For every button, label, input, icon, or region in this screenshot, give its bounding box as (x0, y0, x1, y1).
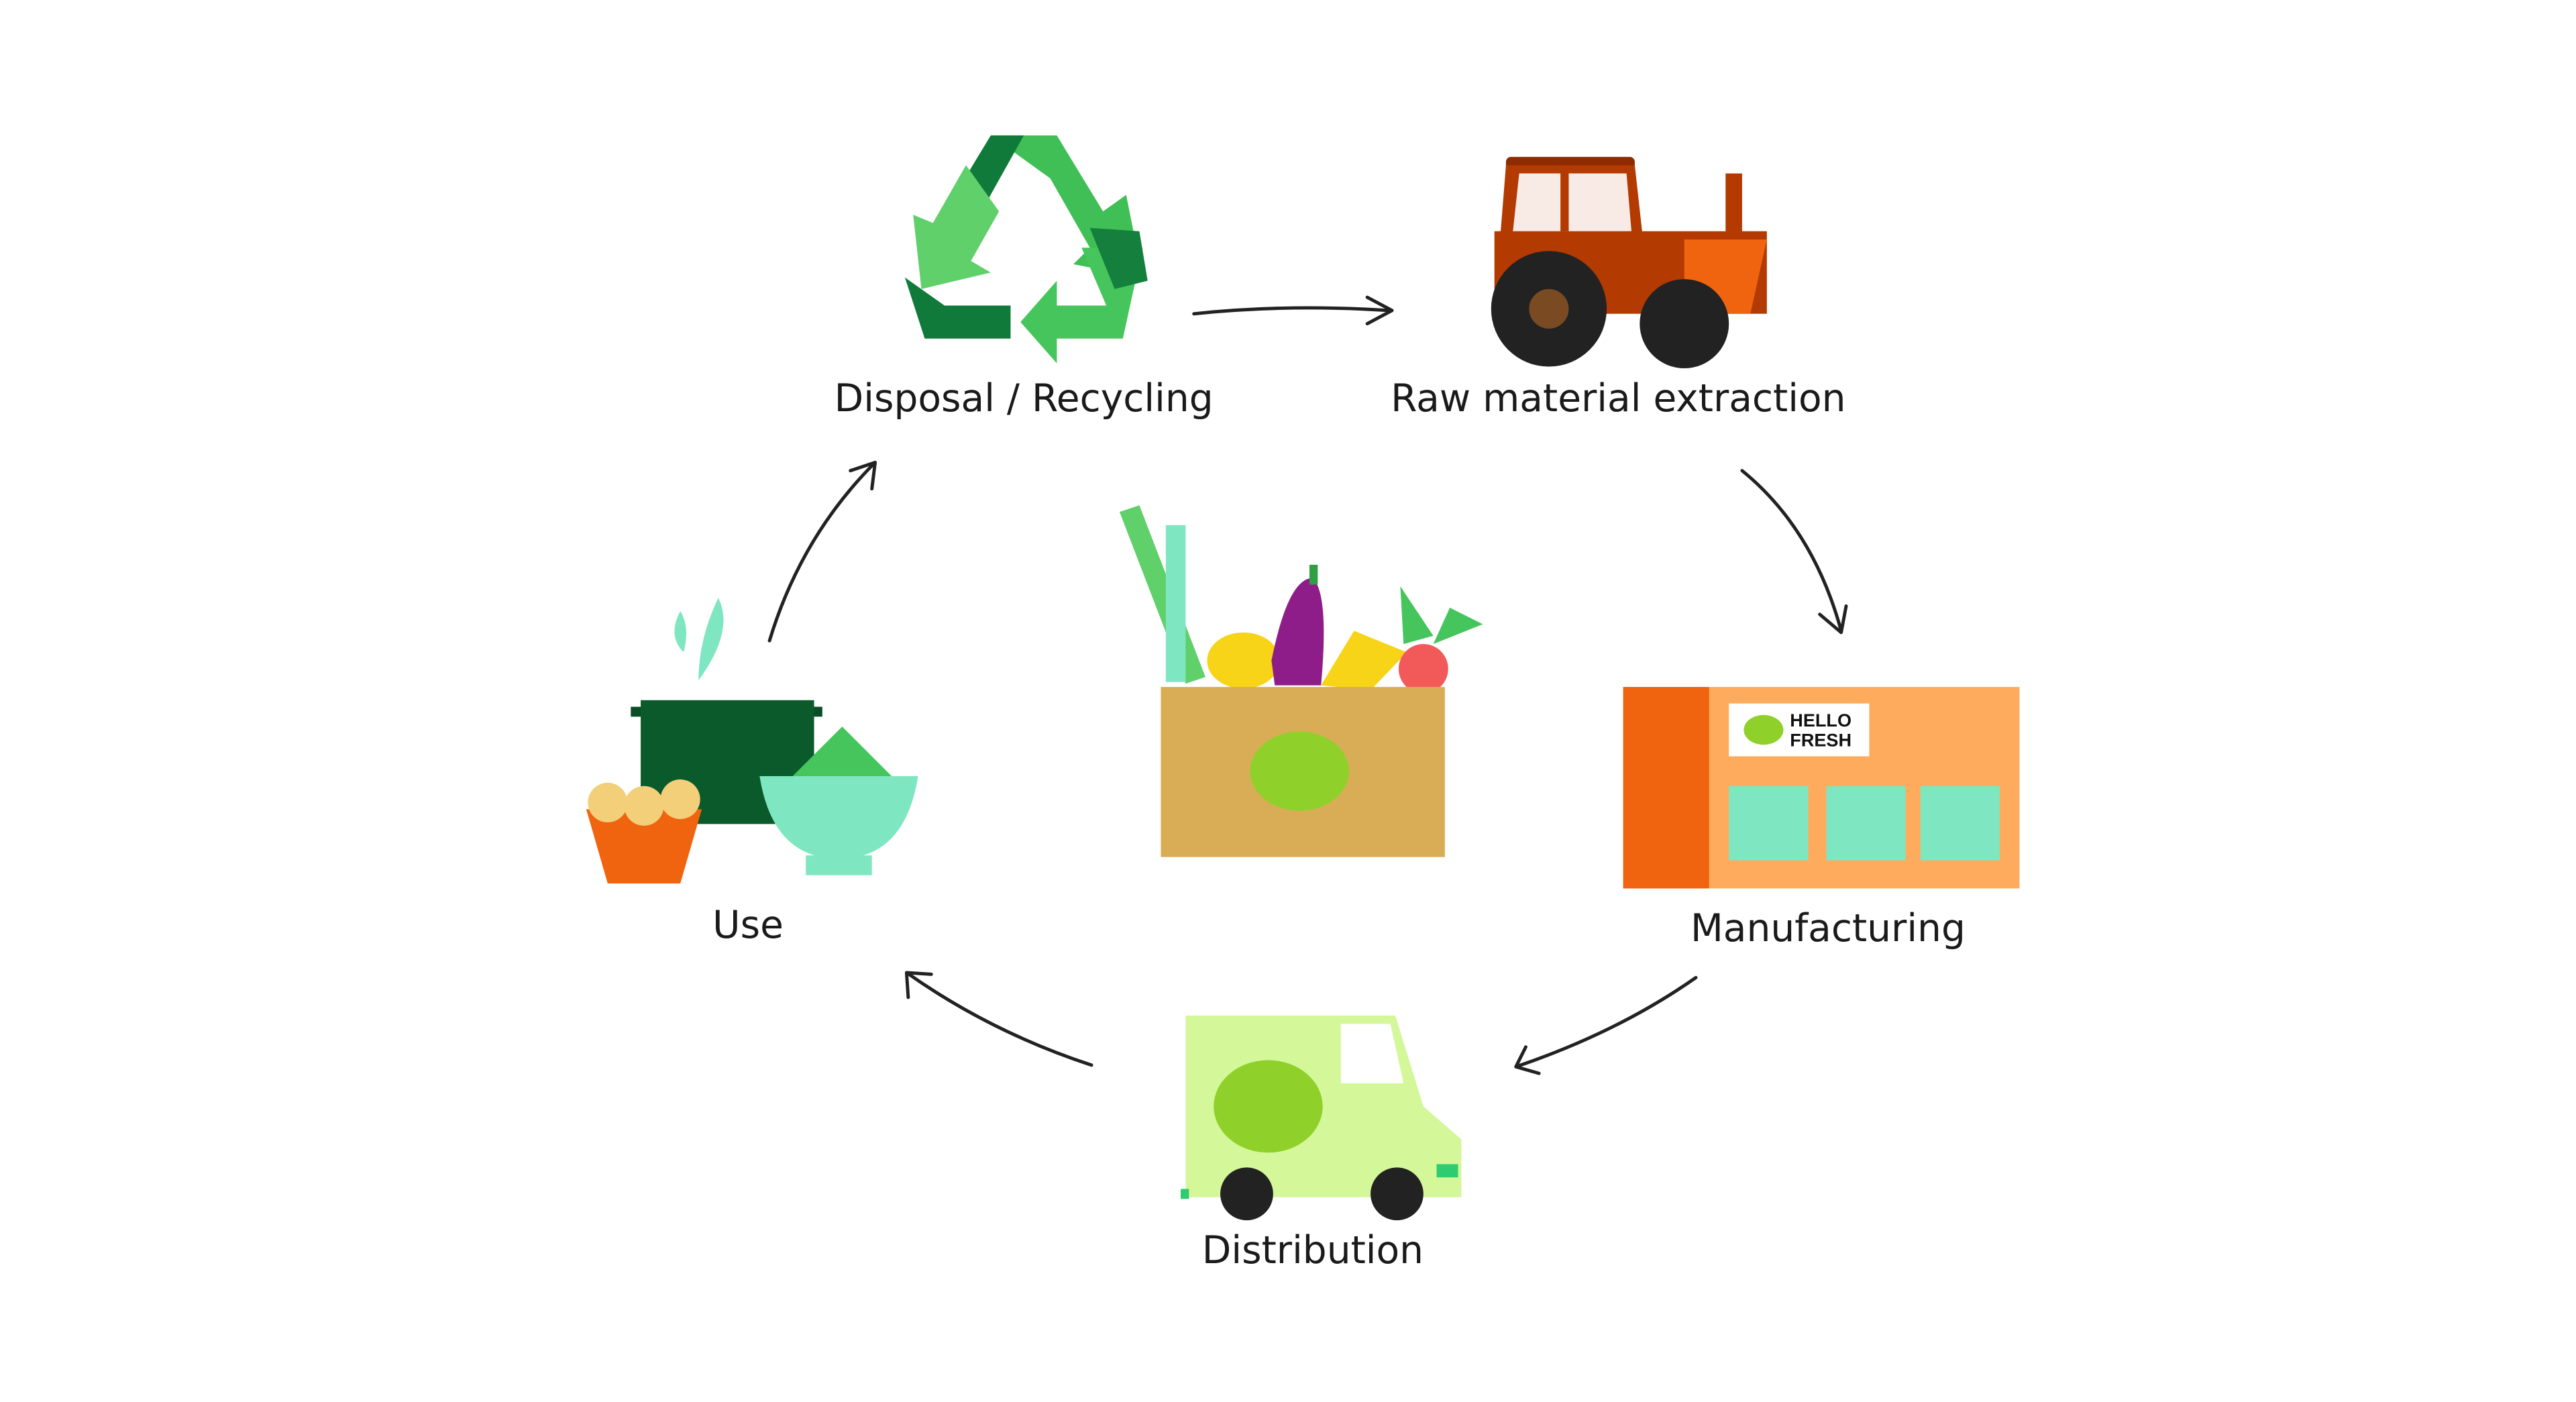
arrow-use-to-recycling (767, 460, 877, 643)
arrow-recycling-to-raw (1192, 295, 1394, 326)
cycle-arrows (767, 295, 1848, 1075)
stage-label-use: Use (712, 903, 784, 947)
recycle-icon (904, 135, 1148, 364)
grocery-box-icon (1119, 505, 1483, 857)
arrow-manufacturing-to-distribution (1514, 975, 1698, 1075)
arrow-distribution-to-use (904, 971, 1093, 1067)
cooking-icon (586, 598, 918, 883)
brand-line2: FRESH (1790, 730, 1851, 751)
arrow-raw-to-manufacturing (1740, 469, 1848, 635)
tractor-icon (1491, 156, 1767, 368)
delivery-truck-icon (1181, 1015, 1462, 1221)
factory-icon: HELLO FRESH (1623, 687, 2020, 889)
lime-logo-icon (1743, 714, 1784, 745)
stage-label-disposal: Disposal / Recycling (835, 376, 1214, 421)
stage-label-raw-material: Raw material extraction (1391, 376, 1845, 421)
stage-label-distribution: Distribution (1202, 1228, 1424, 1273)
stage-label-manufacturing: Manufacturing (1690, 906, 1966, 951)
brand-line1: HELLO (1790, 710, 1851, 731)
